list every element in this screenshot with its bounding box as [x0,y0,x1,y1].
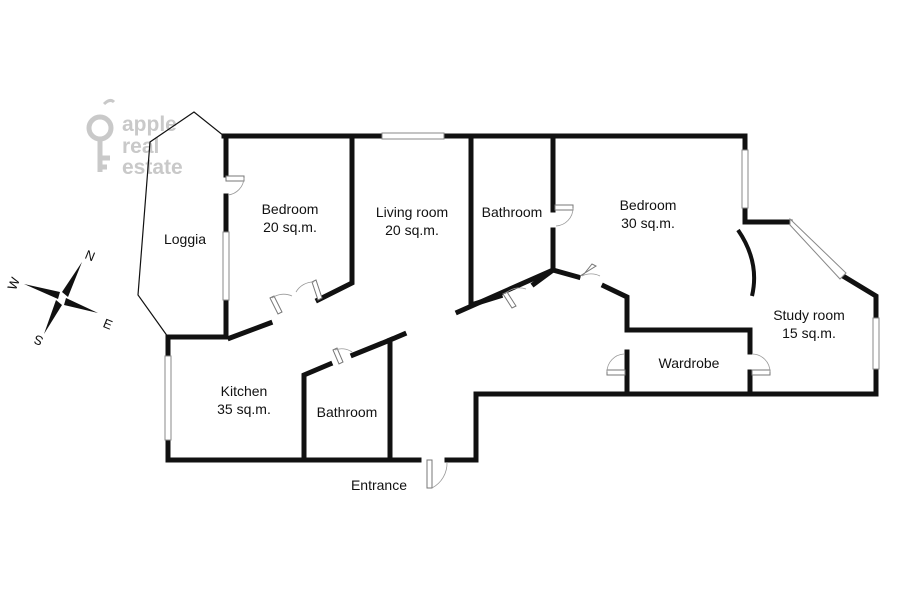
window [164,355,172,441]
interior-wall [226,133,355,342]
outer-wall [221,133,793,225]
door [579,263,601,277]
compass-arrow [44,300,62,334]
window [789,217,847,280]
compass-arrow [64,298,98,313]
door [502,287,527,309]
room-name-study-room: Study room [773,307,845,323]
logo-key-icon [86,98,116,172]
room-name-loggia: Loggia [164,231,206,247]
outer-wall [165,297,422,463]
room-name-bedroom-large: Bedroom [620,197,677,213]
interior-wall [301,336,393,463]
window [872,317,880,370]
door [225,175,245,196]
compass-south: S [31,332,45,349]
entrance-door [426,459,448,489]
compass-rose: N S E W [4,247,115,349]
room-name-kitchen: Kitchen [221,383,268,399]
interior-wall [468,133,556,309]
door [554,204,574,227]
room-name-bathroom-top: Bathroom [482,204,543,220]
interior-wall [549,266,753,397]
logo-line-2: real [122,135,159,158]
compass-east: E [101,316,115,333]
room-name-wardrobe: Wardrobe [659,355,720,371]
interior-wall [454,266,557,316]
room-area-kitchen: 35 sq.m. [217,401,271,417]
window [741,149,749,209]
apple-real-estate-logo: apple real estate [86,98,183,179]
logo-line-3: estate [122,156,183,179]
room-area-bedroom-large: 30 sq.m. [621,215,675,231]
outer-wall [444,272,879,463]
logo-line-1: apple [122,113,177,136]
room-area-study-room: 15 sq.m. [782,325,836,341]
door [332,347,353,365]
door [269,279,323,315]
compass-arrow [62,262,82,297]
interior-wall [386,330,408,344]
room-name-living-room: Living room [376,204,448,220]
compass-west: W [4,275,23,293]
window [222,231,230,301]
compass-arrow [24,284,60,299]
room-area-living-room: 20 sq.m. [385,222,439,238]
compass-north: N [83,247,97,264]
study-room-curved-wall [736,228,757,297]
room-name-bedroom-small: Bedroom [262,201,319,217]
room-name-bathroom-bottom: Bathroom [317,404,378,420]
room-area-bedroom-small: 20 sq.m. [263,219,317,235]
door [751,353,771,376]
window [381,132,445,140]
door [606,353,626,376]
room-name-entrance: Entrance [351,477,407,493]
